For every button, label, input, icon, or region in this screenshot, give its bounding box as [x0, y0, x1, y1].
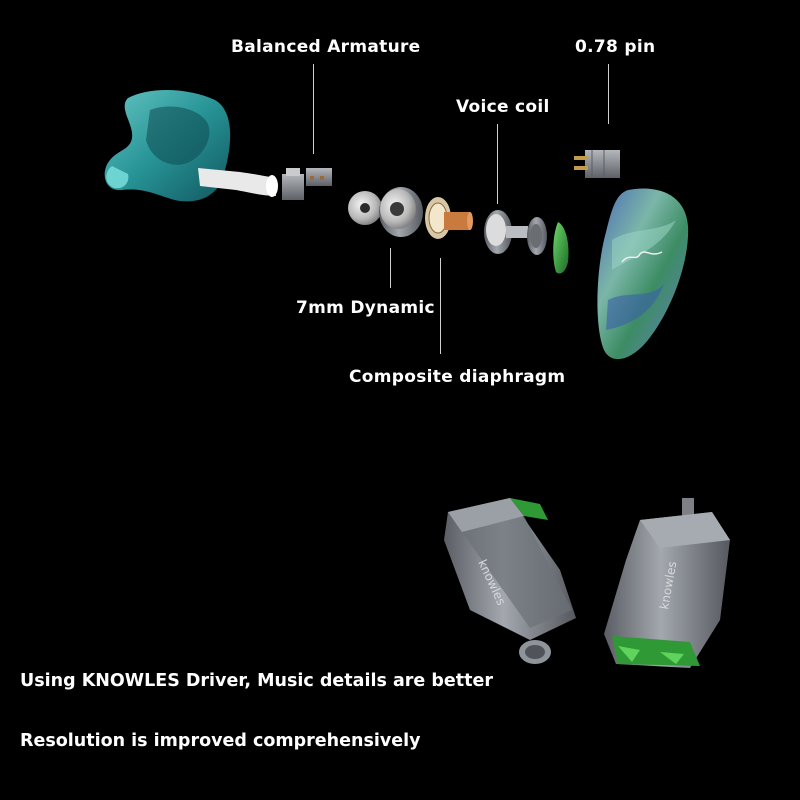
leader-diaphragm: [440, 258, 441, 354]
label-pin: 0.78 pin: [575, 37, 656, 57]
caption-line-1: Using KNOWLES Driver, Music details are …: [20, 671, 493, 691]
leader-balanced-armature: [313, 64, 314, 154]
voice-coil: [484, 210, 547, 255]
sound-tube: [198, 168, 278, 197]
dynamic-driver-housing: [379, 187, 423, 237]
balanced-armature-small: [282, 168, 332, 200]
label-dynamic: 7mm Dynamic: [296, 298, 435, 318]
front-ring: [348, 191, 382, 225]
composite-diaphragm: [425, 197, 473, 239]
caption-line-2: Resolution is improved comprehensively: [20, 731, 421, 751]
label-balanced-armature: Balanced Armature: [231, 37, 421, 57]
knowles-driver-right: knowles: [604, 498, 730, 668]
abalone-faceplate: [597, 188, 689, 360]
leader-voice-coil: [497, 124, 498, 204]
pin-socket: [574, 150, 620, 178]
leader-dynamic: [390, 248, 391, 288]
leader-pin: [608, 64, 609, 124]
label-voice-coil: Voice coil: [456, 97, 550, 117]
label-diaphragm: Composite diaphragm: [349, 367, 566, 387]
green-filter: [553, 222, 569, 274]
knowles-driver-left: knowles: [444, 498, 576, 664]
